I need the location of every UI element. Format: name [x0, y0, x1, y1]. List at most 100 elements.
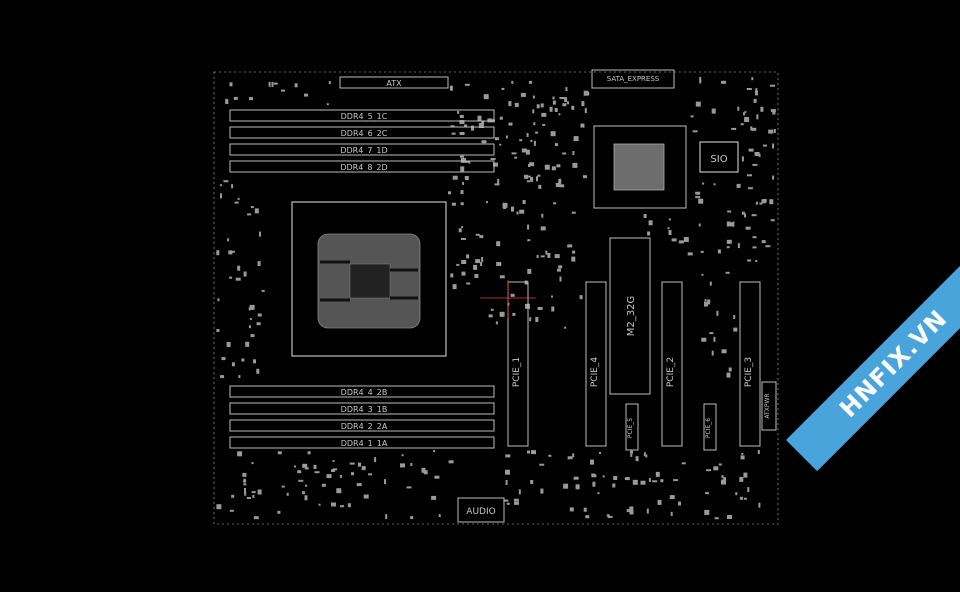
smd-component: [475, 233, 480, 236]
pcie-slot-small[interactable]: [703, 403, 717, 451]
smd-component: [525, 149, 530, 155]
smd-component: [747, 174, 752, 177]
smd-component: [643, 214, 647, 218]
smd-component: [572, 162, 578, 168]
smd-component: [590, 459, 594, 465]
smd-component: [226, 342, 231, 347]
smd-component: [759, 202, 763, 205]
smd-component: [698, 223, 701, 227]
smd-component: [540, 226, 546, 231]
smd-component: [505, 480, 508, 485]
smd-component: [229, 276, 233, 279]
dimm-label: DDR4_5_1C: [341, 112, 388, 121]
smd-component: [356, 483, 362, 487]
smd-component: [241, 358, 245, 362]
smd-component: [331, 469, 336, 472]
smd-component: [645, 454, 648, 458]
smd-component: [770, 109, 776, 113]
smd-component: [671, 238, 677, 242]
smd-component: [304, 467, 309, 470]
audio-connector[interactable]: [457, 497, 505, 523]
pcie-slot[interactable]: [507, 281, 529, 447]
smd-component: [755, 90, 758, 96]
dimm-label: DDR4_2_2A: [341, 422, 388, 431]
smd-component: [540, 103, 544, 108]
smd-component: [458, 228, 462, 233]
smd-component: [612, 483, 616, 488]
smd-component: [752, 236, 757, 239]
pch-chip[interactable]: [593, 125, 687, 209]
smd-component: [456, 263, 460, 266]
dimm-slot[interactable]: [229, 436, 495, 449]
smd-component: [668, 218, 671, 221]
sio-chip[interactable]: [699, 141, 739, 173]
smd-component: [528, 164, 530, 167]
smd-component: [707, 299, 711, 305]
smd-component: [751, 127, 757, 131]
smd-component: [216, 504, 222, 510]
pcie-slot-small[interactable]: [625, 403, 639, 451]
dimm-slot[interactable]: [229, 402, 495, 415]
smd-component: [728, 222, 734, 227]
smd-component: [768, 129, 774, 134]
smd-component: [328, 81, 331, 85]
smd-component: [752, 246, 757, 249]
smd-component: [487, 118, 493, 123]
atxpwr-connector[interactable]: [761, 381, 777, 431]
dimm-slot[interactable]: [229, 126, 495, 139]
smd-component: [558, 113, 561, 116]
smd-component: [488, 314, 493, 318]
smd-component: [704, 299, 707, 302]
pcie-slot[interactable]: [661, 281, 683, 447]
atx-connector[interactable]: [339, 76, 449, 89]
smd-component: [244, 491, 247, 496]
smd-component: [648, 478, 651, 482]
dimm-slot[interactable]: [229, 109, 495, 122]
smd-component: [698, 198, 704, 204]
dimm-label: DDR4_6_2C: [341, 129, 388, 138]
pcie-slot[interactable]: [739, 281, 761, 447]
dimm-label: DDR4_3_1B: [341, 405, 388, 414]
smd-component: [743, 497, 747, 500]
smd-component: [751, 214, 757, 217]
dimm-slot[interactable]: [229, 160, 495, 173]
pcie-slot[interactable]: [585, 281, 607, 447]
smd-component: [630, 450, 633, 454]
dimm-slot[interactable]: [229, 385, 495, 398]
component-traces: [216, 76, 776, 520]
smd-component: [449, 85, 453, 91]
smd-component: [723, 477, 727, 482]
smd-component: [728, 367, 732, 372]
smd-component: [479, 235, 484, 239]
smd-component: [572, 250, 576, 254]
smd-component: [579, 295, 583, 300]
smd-component: [457, 110, 460, 114]
sata-express-connector[interactable]: [591, 69, 675, 89]
smd-component: [331, 502, 336, 507]
smd-component: [464, 83, 470, 86]
pcie-slots: PCIE_1 PCIE_4 PCIE_2 PCIE_3 PCIE_5 PCIE_…: [507, 281, 761, 451]
smd-component: [695, 196, 701, 199]
smd-component: [421, 467, 426, 473]
smd-component: [510, 293, 515, 297]
smd-component: [225, 101, 229, 104]
smd-component: [699, 79, 702, 84]
smd-component: [384, 479, 386, 485]
smd-component: [643, 452, 646, 457]
smd-component: [704, 301, 708, 307]
smd-component: [726, 246, 730, 249]
smd-component: [495, 321, 498, 325]
smd-component: [526, 180, 530, 183]
smd-component: [652, 480, 658, 483]
cpu-socket[interactable]: [291, 201, 447, 357]
dimm-slot[interactable]: [229, 143, 495, 156]
atxpwr-label: ATXPWR: [764, 393, 771, 418]
m2-slot[interactable]: [609, 237, 651, 395]
dimm-slot[interactable]: [229, 419, 495, 432]
smd-component: [714, 517, 719, 520]
smd-component: [647, 231, 651, 236]
smd-component: [460, 166, 465, 172]
smd-component: [555, 183, 561, 187]
smd-component: [497, 178, 500, 184]
smd-component: [743, 472, 748, 478]
